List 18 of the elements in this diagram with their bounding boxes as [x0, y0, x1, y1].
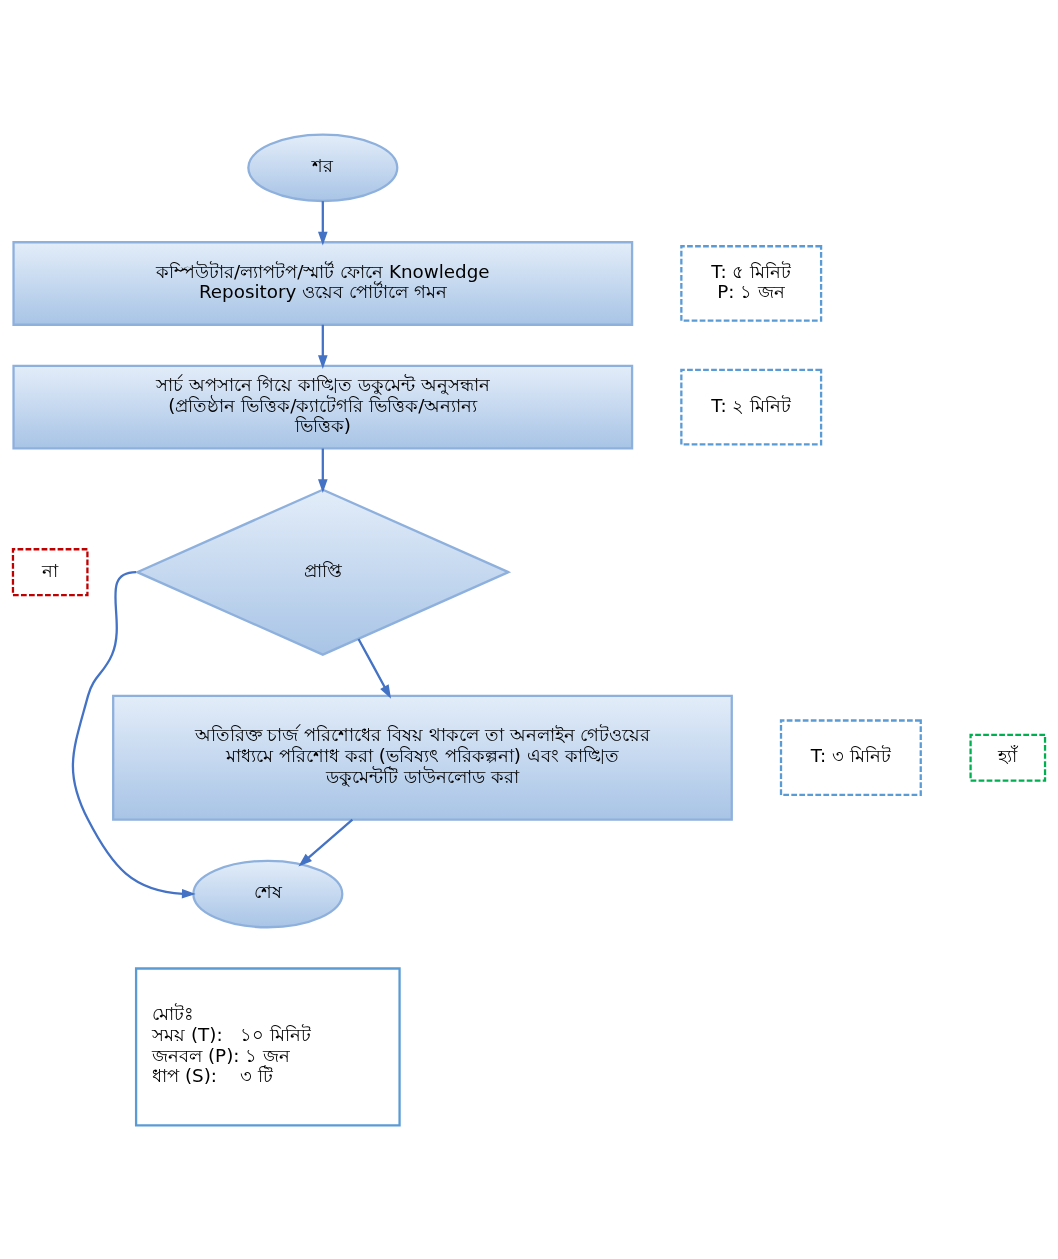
arrow	[318, 448, 328, 493]
node-box: T: ২ মিনিট	[680, 368, 823, 446]
node-box: কম্পিউটার/ল্যাপটপ/স্মার্ট ফোনে Knowledge Repository ওয়েব পোর্টালে গমন	[12, 240, 634, 326]
node-box: T: ৫ মিনিট P: ১ জন	[680, 244, 823, 322]
node-box: মোটঃ সময় (T): ১০ মিনিট জনবল (P): ১ জন ধাপ (S): ৩ টি	[134, 966, 401, 1127]
node-box: হ্যাঁ	[969, 733, 1047, 782]
node-box: সার্চ অপসানে গিয়ে কাঙ্খিত ডকুমেন্ট অনুসন্ধান (প্রতিষ্ঠান ভিত্তিক/ক্যাটেগরি ভিত্তিক/অন্যান্য ভিত্তিক)	[12, 364, 634, 450]
arrow	[71, 570, 196, 899]
node-diamond: প্রাপ্তি	[134, 487, 512, 656]
node-ellipse: শেষ	[192, 859, 344, 928]
node-ellipse: শর	[247, 132, 399, 202]
arrow	[298, 818, 354, 866]
arrow	[318, 324, 328, 369]
node-box: অতিরিক্ত চার্জ পরিশোধের বিষয় থাকলে তা অনলাইন গেটওয়ের মাধ্যমে পরিশোধ করা (ভবিষ্যৎ পরিকল্পনা) এবং কাঙ্খিত ডকুমেন্টটি ডাউনলোড করা	[112, 694, 733, 821]
node-box: না	[11, 547, 89, 596]
arrow	[318, 200, 328, 245]
node-box: T: ৩ মিনিট	[779, 718, 922, 796]
arrow	[357, 637, 391, 699]
